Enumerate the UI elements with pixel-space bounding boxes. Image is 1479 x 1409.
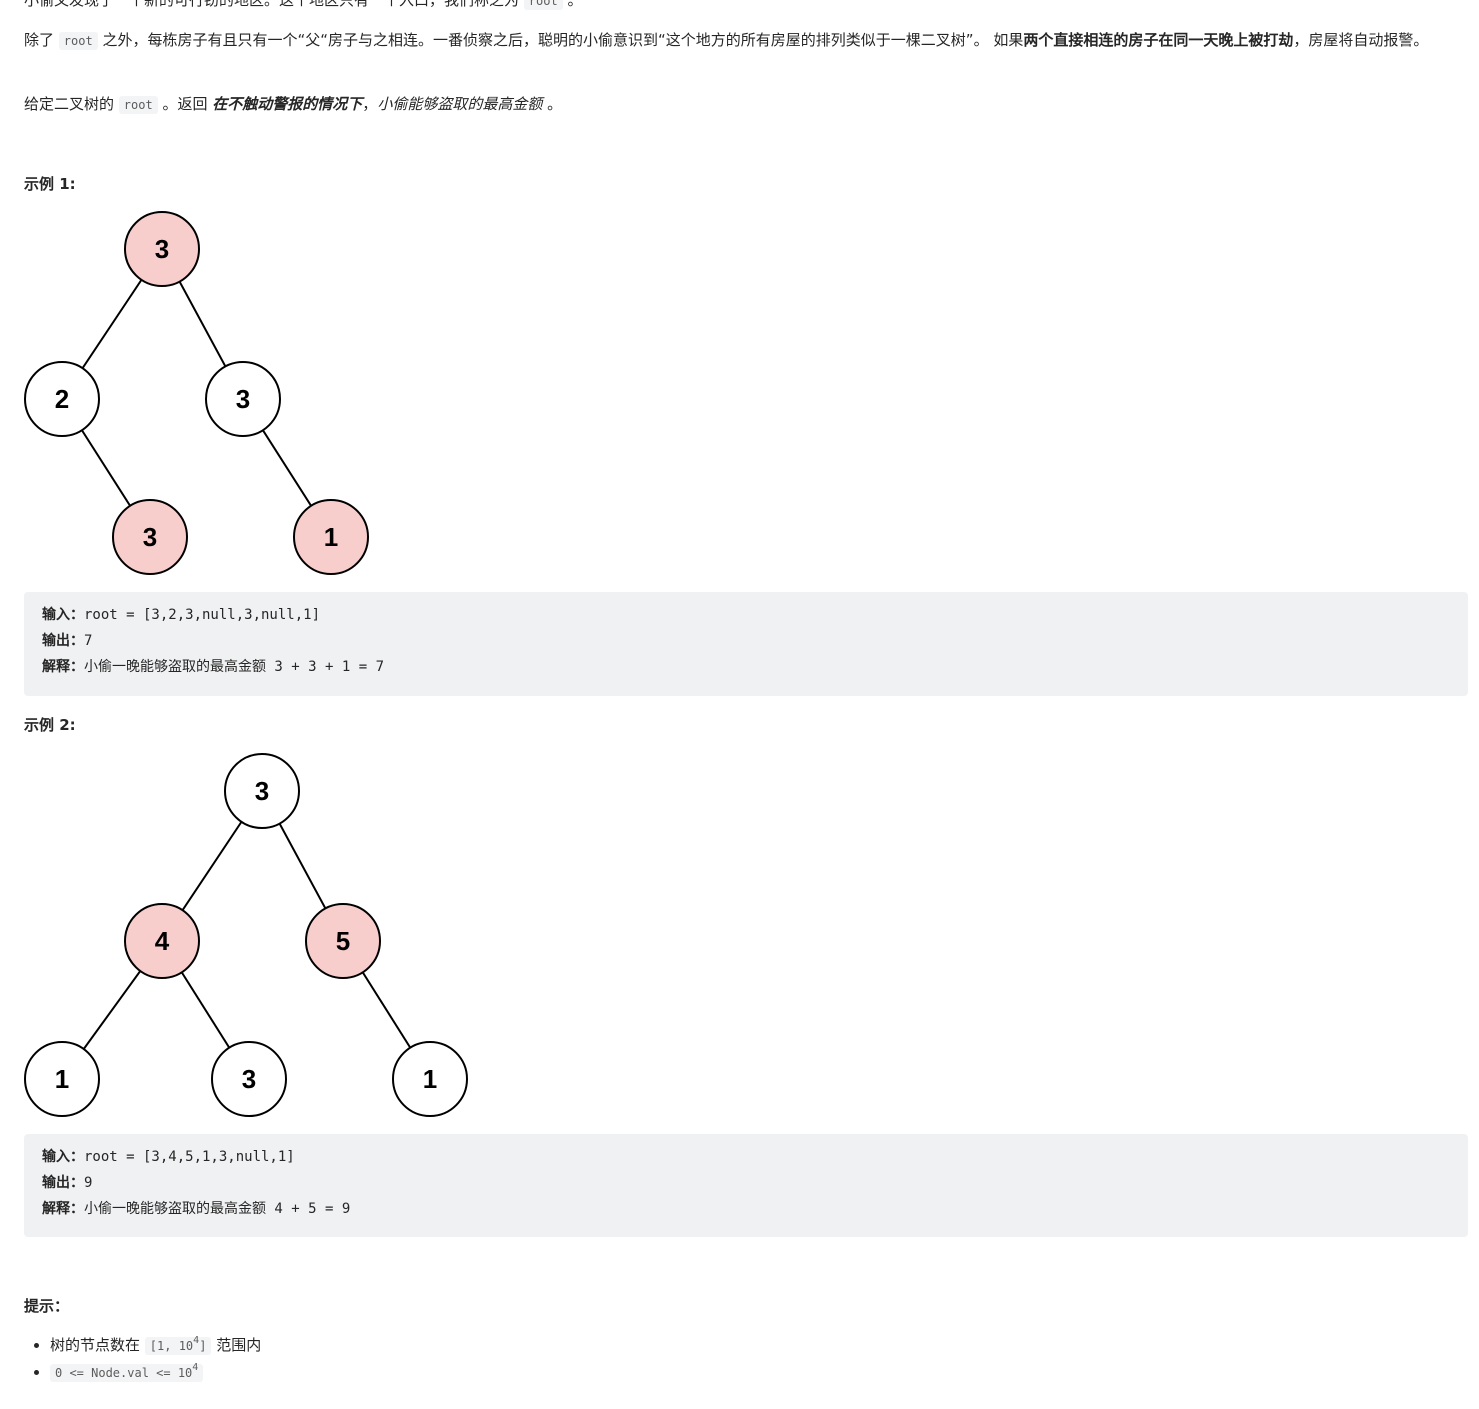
example-2-code-block: 输入：root = [3,4,5,1,3,null,1] 输出：9 解释：小偷一… [24,1134,1468,1237]
max-amount-phrase: 小偷能够盗取的最高金额 [377,95,543,113]
example-1-tree-diagram: 3 2 3 3 1 [24,211,369,575]
example-2-title: 示例 2: [24,716,76,734]
example-1-output-line: 输出：7 [42,633,93,649]
node-circle [205,361,281,437]
node-circle [305,903,381,979]
tree-node: 1 [392,1041,468,1117]
example-1-code-block: 输入：root = [3,2,3,null,3,null,1] 输出：7 解释：… [24,592,1468,696]
node-label: 5 [336,926,350,956]
node-label: 1 [423,1064,437,1094]
tree-node: 3 [112,499,188,575]
node-circle [392,1041,468,1117]
no-alarm-phrase: 在不触动警报的情况下 [212,95,363,113]
example-2-explain-line: 解释：小偷一晚能够盗取的最高金额 4 + 5 = 9 [42,1201,351,1217]
intro-line-0: 小偷又发现了一个新的可行窃的地区。这个地区只有一个入口，我们称之为 root 。 [24,0,583,12]
node-label: 3 [143,522,157,552]
hint-item-node-value: 0 <= Node.val <= 104 [50,1359,261,1386]
node-circle [224,753,300,829]
node-circle [112,499,188,575]
example-1-explain-line: 解释：小偷一晚能够盗取的最高金额 3 + 3 + 1 = 7 [42,659,385,675]
tree-node: 5 [305,903,381,979]
node-circle [124,903,200,979]
node-circle [24,361,100,437]
example-1-input-line: 输入：root = [3,2,3,null,3,null,1] [42,607,321,623]
node-label: 1 [55,1064,69,1094]
root-code: root [118,96,158,114]
node-count-range-code: [1, 104] [144,1335,212,1355]
tree-node: 1 [24,1041,100,1117]
node-label: 1 [324,522,338,552]
node-label: 2 [55,384,69,414]
node-circle [293,499,369,575]
intro-paragraph-1: 除了 root 之外，每栋房子有且只有一个“父“房子与之相连。一番侦察之后，聪明… [24,31,1429,50]
tree-node: 3 [211,1041,287,1117]
alarm-condition: 两个直接相连的房子在同一天晚上被打劫 [1023,31,1294,49]
tree-node: 2 [24,361,100,437]
root-code: root [58,32,98,50]
node-label: 3 [155,234,169,264]
hints-list: 树的节点数在 [1, 104] 范围内 0 <= Node.val <= 104 [0,1332,261,1386]
node-circle [211,1041,287,1117]
intro-paragraph-2: 给定二叉树的 root 。返回 在不触动警报的情况下，小偷能够盗取的最高金额 。 [24,95,563,114]
node-circle [24,1041,100,1117]
example-2-tree-diagram: 3 4 5 1 3 1 [24,753,468,1117]
example-2-input-line: 输入：root = [3,4,5,1,3,null,1] [42,1149,295,1165]
tree-node: 1 [293,499,369,575]
example-2-output-line: 输出：9 [42,1175,93,1191]
hint-item-node-count: 树的节点数在 [1, 104] 范围内 [50,1332,261,1359]
root-code: root [523,0,563,10]
example-1-title: 示例 1: [24,175,76,193]
node-label: 4 [155,926,170,956]
tree-node: 3 [205,361,281,437]
node-label: 3 [255,776,269,806]
tree-node: 3 [124,211,200,287]
node-value-range-code: 0 <= Node.val <= 104 [50,1362,204,1382]
tree-node: 4 [124,903,200,979]
tree-node: 3 [224,753,300,829]
node-label: 3 [242,1064,256,1094]
hints-title: 提示： [24,1297,70,1315]
node-circle [124,211,200,287]
node-label: 3 [236,384,250,414]
